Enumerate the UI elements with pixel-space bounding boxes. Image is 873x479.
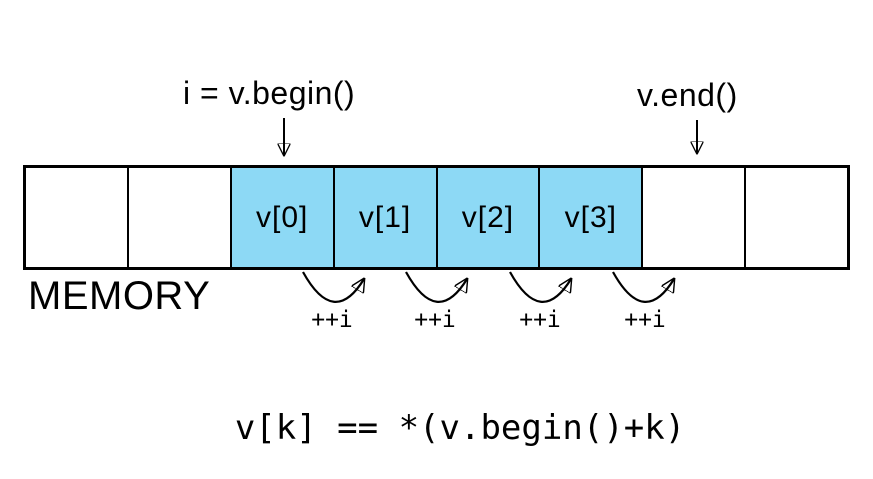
begin-iterator-label: i = v.begin() [183, 75, 356, 111]
iterator-formula: v[k] == *(v.begin()+k) [234, 408, 686, 448]
increment-label-4: ++i [624, 307, 666, 333]
memory-cell-7 [744, 168, 847, 267]
vector-cell-v0: v[0] [229, 168, 333, 267]
increment-label-3: ++i [519, 307, 561, 333]
memory-cell-0 [26, 168, 127, 267]
increment-arrow-2 [405, 271, 467, 303]
memory-caption: MEMORY [28, 274, 211, 318]
vector-cell-v1: v[1] [332, 168, 436, 267]
memory-array: v[0] v[1] v[2] v[3] [23, 165, 850, 270]
memory-cell-1 [126, 168, 230, 267]
vector-cell-v2: v[2] [435, 168, 539, 267]
memory-cell-6 [641, 168, 744, 267]
end-iterator-label: v.end() [637, 77, 738, 113]
increment-label-1: ++i [311, 307, 353, 333]
increment-arrow-3 [509, 271, 571, 303]
vector-cell-v3: v[3] [538, 168, 642, 267]
increment-label-2: ++i [414, 307, 456, 333]
increment-arrow-4 [612, 271, 674, 303]
increment-arrow-1 [302, 271, 364, 303]
